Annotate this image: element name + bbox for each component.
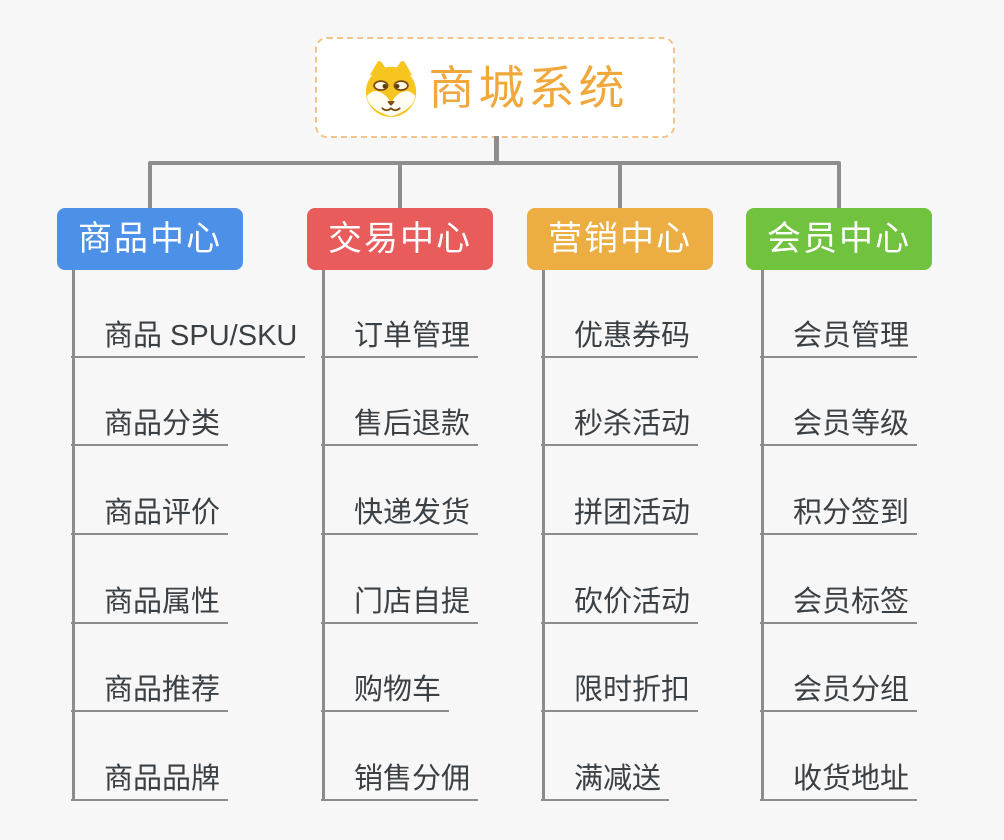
subtopic-product-attribute[interactable]: 商品属性 — [71, 578, 229, 624]
branch-member-center: 会员中心 会员管理 会员等级 积分签到 会员标签 会员分组 收货地址 — [746, 208, 932, 801]
subtopic-member-management[interactable]: 会员管理 — [760, 312, 918, 358]
subtopic-flash-sale[interactable]: 秒杀活动 — [541, 400, 699, 446]
connector-drop-trade — [398, 163, 402, 209]
branch-node-member-center[interactable]: 会员中心 — [746, 208, 932, 270]
branch-node-product-center[interactable]: 商品中心 — [57, 208, 243, 270]
branch-trade-center: 交易中心 订单管理 售后退款 快递发货 门店自提 购物车 销售分佣 — [307, 208, 493, 801]
dog-face-icon — [365, 60, 416, 117]
subtopic-member-level[interactable]: 会员等级 — [760, 400, 918, 446]
subtopic-product-brand[interactable]: 商品品牌 — [71, 755, 229, 801]
subtopic-product-recommend[interactable]: 商品推荐 — [71, 666, 229, 712]
subtopic-express-delivery[interactable]: 快递发货 — [321, 489, 479, 535]
root-topic-label: 商城系统 — [428, 61, 629, 114]
subtopic-coupon-code[interactable]: 优惠券码 — [541, 312, 699, 358]
subtopic-member-groups[interactable]: 会员分组 — [760, 666, 918, 712]
subtopic-product-category[interactable]: 商品分类 — [71, 400, 229, 446]
connector-horizontal-bar — [148, 161, 841, 165]
subtopic-points-checkin[interactable]: 积分签到 — [760, 489, 918, 535]
subtopic-bargain-activity[interactable]: 砍价活动 — [541, 578, 699, 624]
subtopic-aftersale-refund[interactable]: 售后退款 — [321, 400, 479, 446]
subtopic-sales-commission[interactable]: 销售分佣 — [321, 755, 479, 801]
connector-drop-product — [148, 163, 152, 209]
subtopic-limited-time-discount[interactable]: 限时折扣 — [541, 666, 699, 712]
connector-root-stub — [494, 136, 499, 163]
subtopic-group-buy[interactable]: 拼团活动 — [541, 489, 699, 535]
branch-node-marketing-center[interactable]: 营销中心 — [527, 208, 713, 270]
subtopic-order-management[interactable]: 订单管理 — [321, 312, 479, 358]
subtopic-product-spu-sku[interactable]: 商品 SPU/SKU — [71, 312, 306, 358]
subtopic-product-review[interactable]: 商品评价 — [71, 489, 229, 535]
connector-drop-member — [837, 163, 841, 209]
branch-marketing-center: 营销中心 优惠券码 秒杀活动 拼团活动 砍价活动 限时折扣 满减送 — [527, 208, 713, 801]
subtopic-store-pickup[interactable]: 门店自提 — [321, 578, 479, 624]
branch-node-trade-center[interactable]: 交易中心 — [307, 208, 493, 270]
branch-product-center: 商品中心 商品 SPU/SKU 商品分类 商品评价 商品属性 商品推荐 商品品牌 — [57, 208, 306, 801]
subtopic-shopping-cart[interactable]: 购物车 — [321, 666, 450, 712]
connector-drop-marketing — [618, 163, 622, 209]
subtopic-spend-and-save[interactable]: 满减送 — [541, 755, 670, 801]
root-topic[interactable]: 商城系统 — [315, 37, 675, 138]
subtopic-shipping-address[interactable]: 收货地址 — [760, 755, 918, 801]
subtopic-member-tags[interactable]: 会员标签 — [760, 578, 918, 624]
